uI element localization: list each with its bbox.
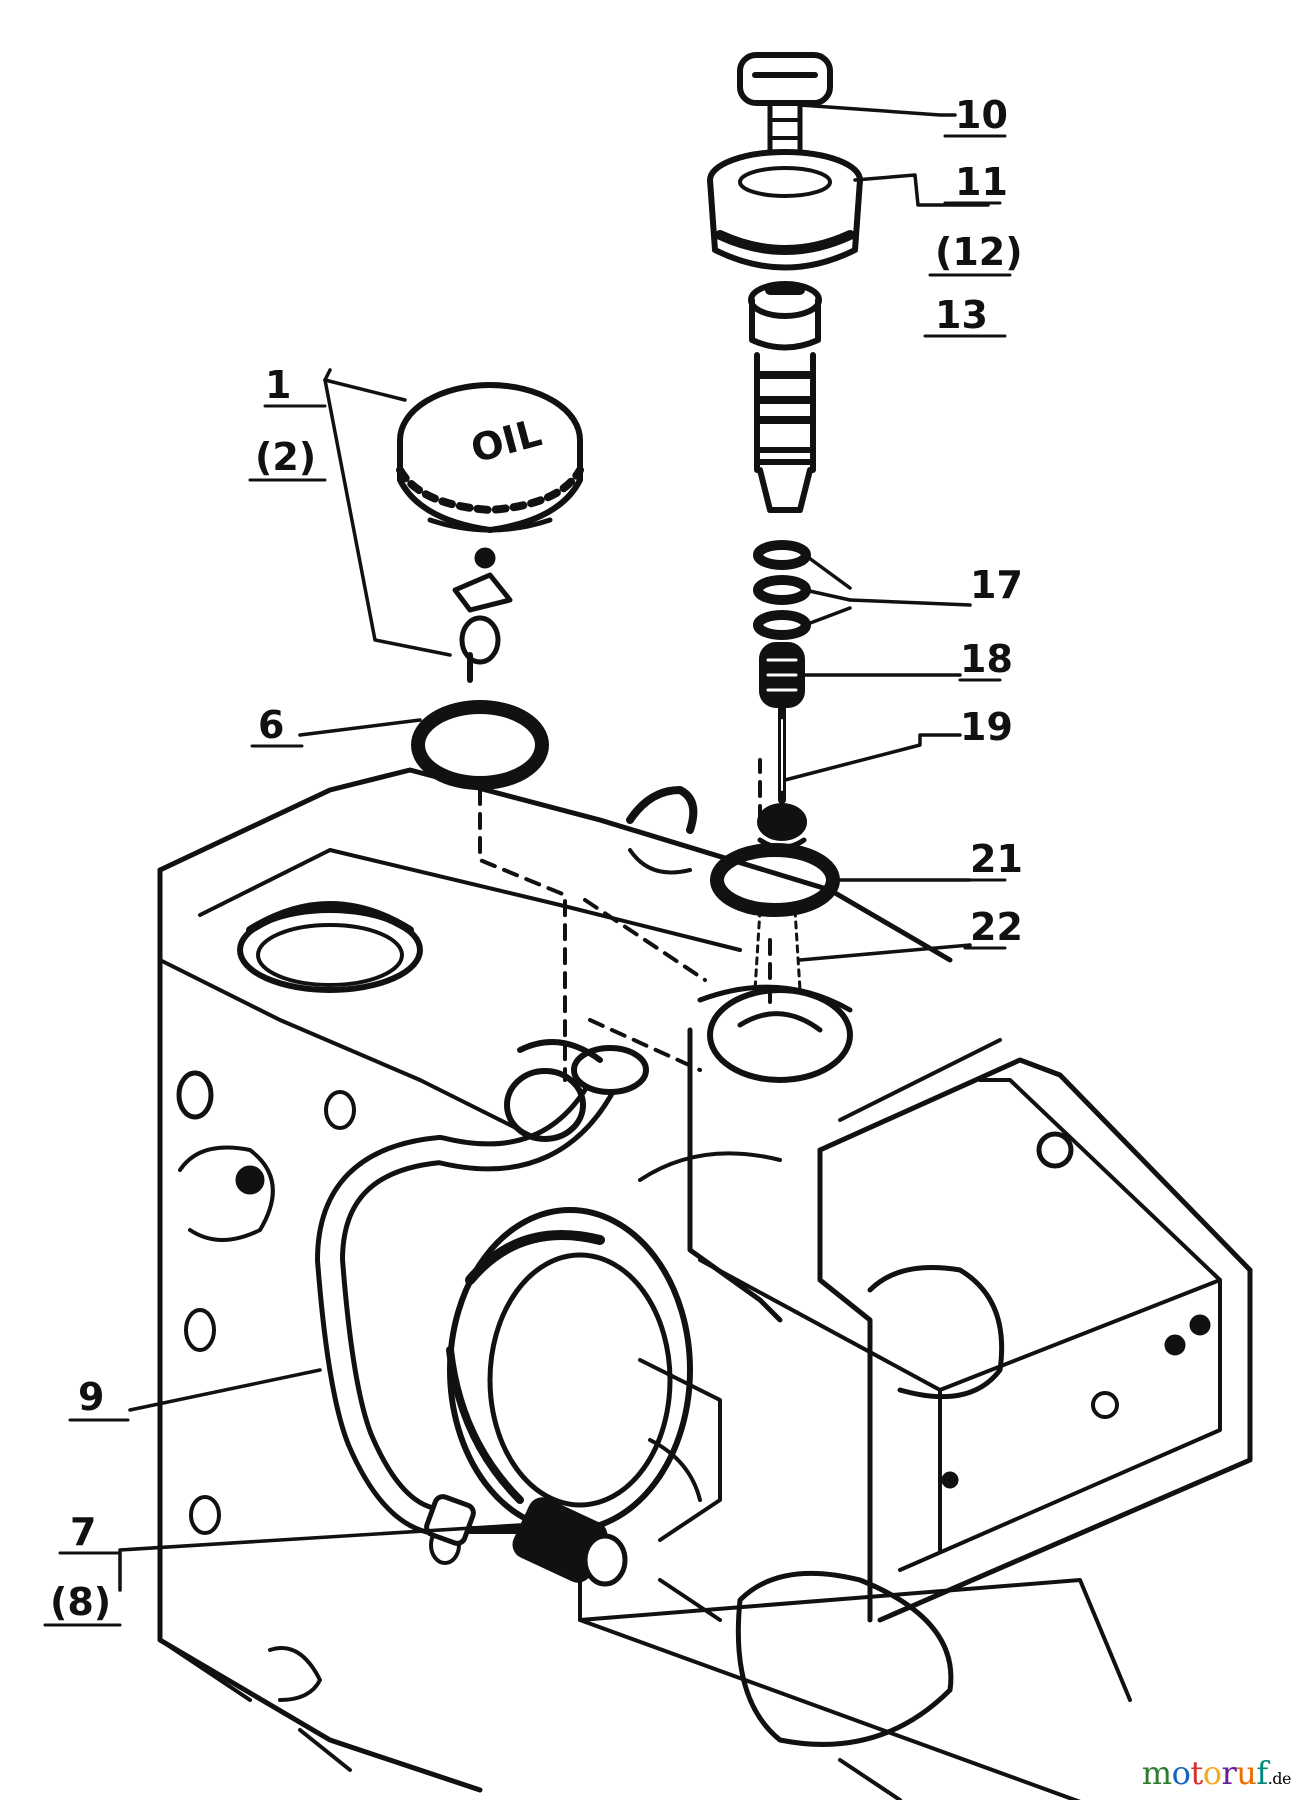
callout-1: 1 — [265, 363, 291, 407]
watermark-letter: m — [1141, 1754, 1172, 1792]
watermark-letter: o — [1202, 1754, 1222, 1792]
watermark-letter: o — [1171, 1754, 1191, 1792]
watermark-letter: r — [1221, 1754, 1237, 1792]
o-ring-6 — [411, 700, 549, 790]
callout-22: 22 — [970, 905, 1023, 949]
oil-tube — [315, 1039, 649, 1535]
banjo-bolt-7 — [424, 1494, 628, 1587]
callout-18: 18 — [960, 637, 1013, 681]
callout-21: 21 — [970, 837, 1023, 881]
callout-12: (12) — [935, 230, 1023, 274]
watermark-logo: motoruf.de — [1141, 1754, 1292, 1792]
watermark-suffix: .de — [1267, 1769, 1292, 1788]
housing — [157, 767, 1253, 1800]
cap-dipstick-parts — [452, 547, 513, 683]
watermark-letter: f — [1256, 1754, 1268, 1792]
callout-8: (8) — [50, 1580, 111, 1624]
callout-7: 7 — [70, 1510, 96, 1554]
callout-2: (2) — [255, 435, 316, 479]
assembly-guide-lines — [478, 758, 772, 1082]
callout-11: 11 — [955, 160, 1008, 204]
oil-filler-cap — [396, 382, 584, 533]
callout-labels: 10 11 (12) 13 1 (2) 6 17 18 19 21 22 9 7… — [43, 93, 1023, 1627]
watermark-letter: t — [1190, 1754, 1203, 1792]
callout-19: 19 — [960, 705, 1013, 749]
callout-13: 13 — [935, 293, 988, 337]
callout-6: 6 — [258, 703, 284, 747]
callout-9: 9 — [78, 1375, 104, 1419]
leader-lines — [118, 103, 990, 1592]
callout-17: 17 — [970, 563, 1023, 607]
callout-10: 10 — [955, 93, 1008, 137]
valve-stack — [626, 52, 863, 992]
watermark-name: motoruf — [1141, 1754, 1269, 1792]
watermark-letter: u — [1236, 1754, 1257, 1792]
